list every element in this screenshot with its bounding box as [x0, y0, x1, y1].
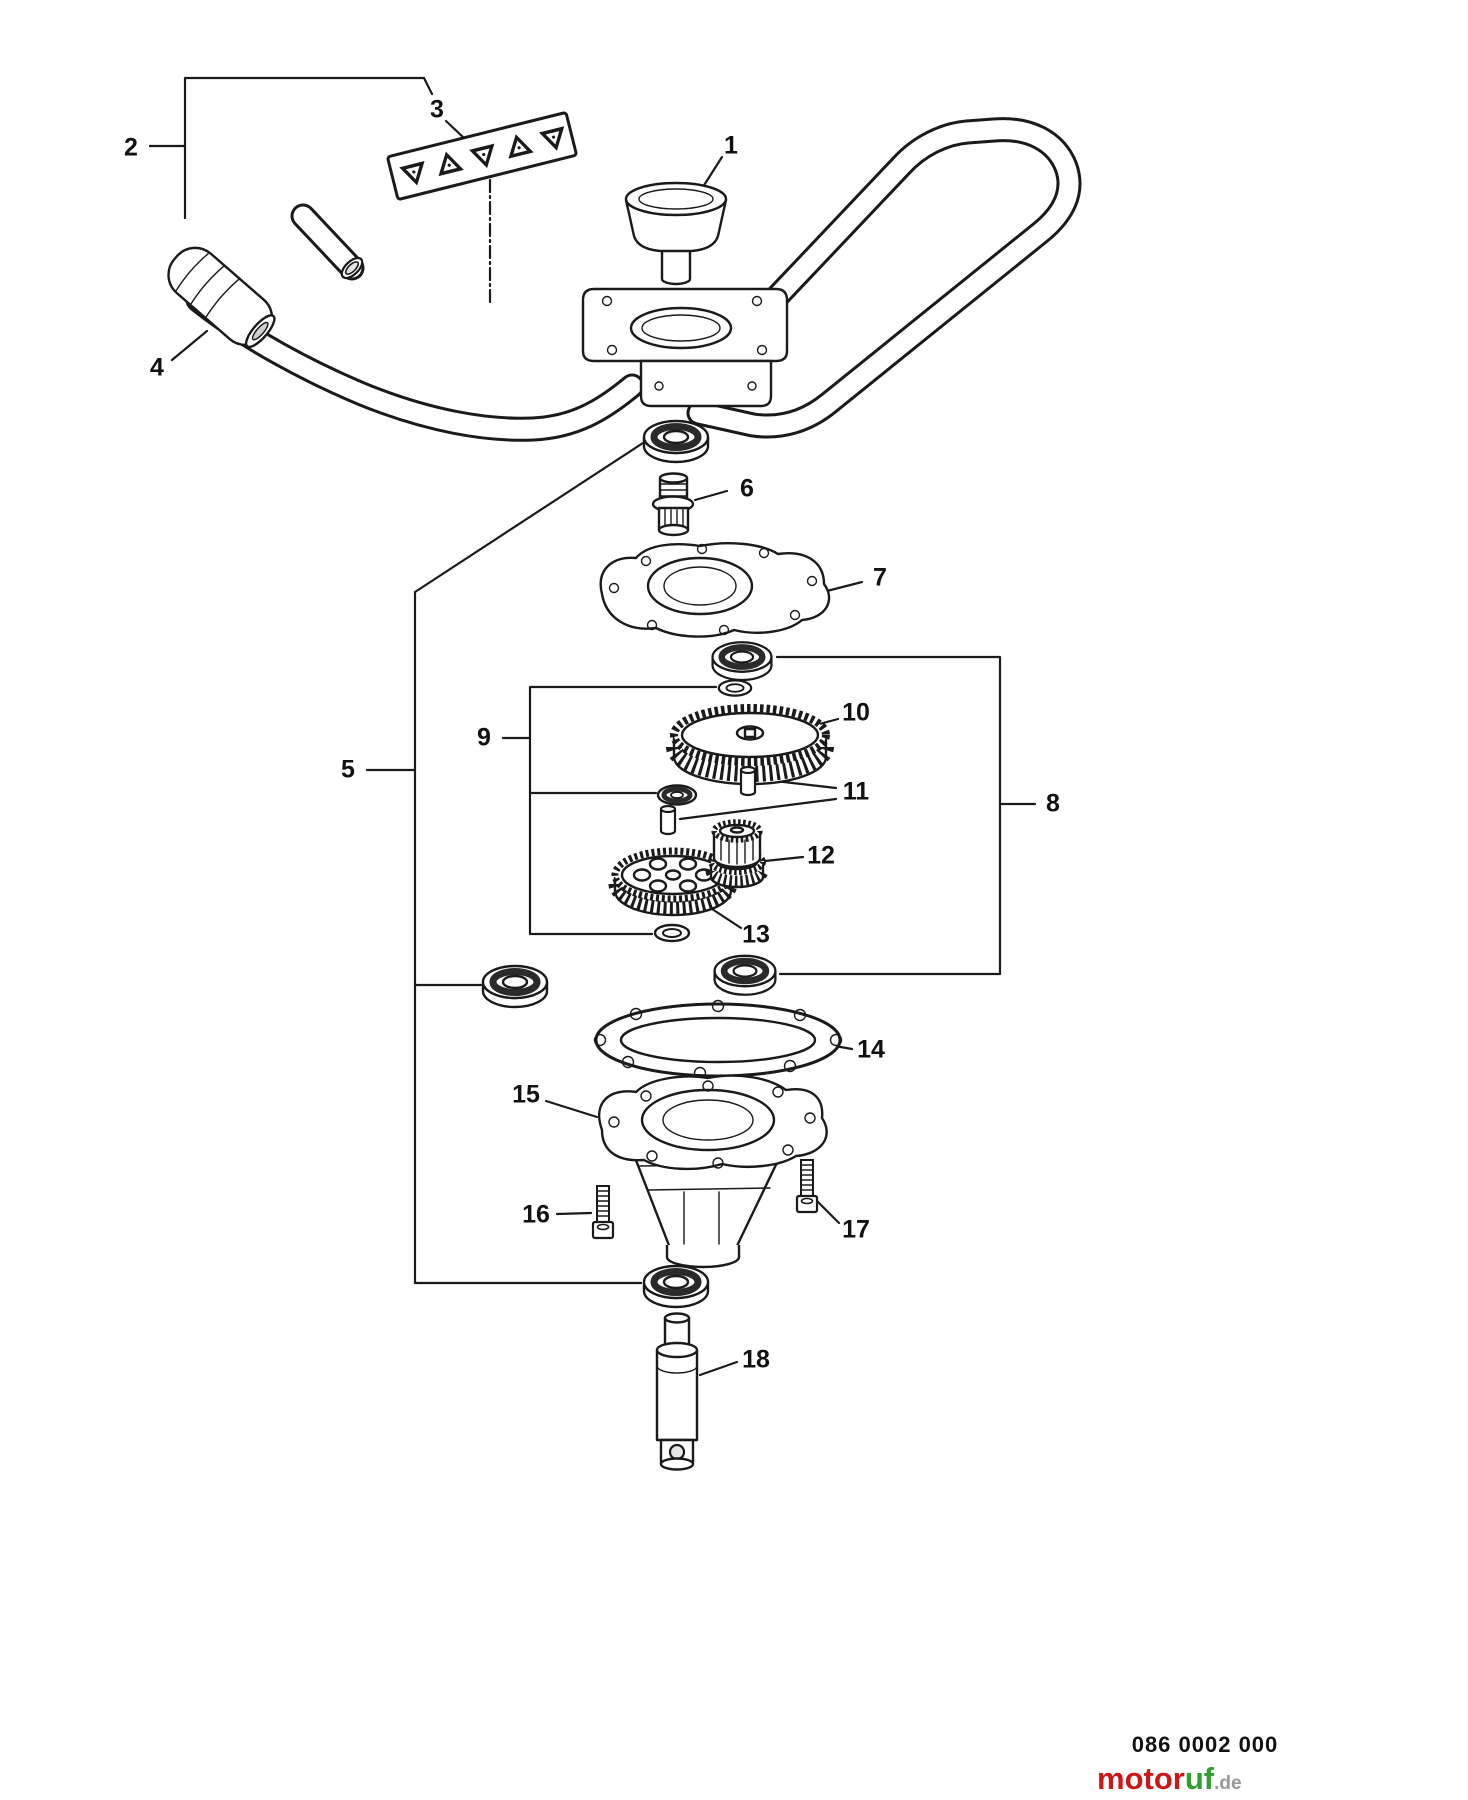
gasket: [593, 999, 843, 1080]
callout-9: 9: [477, 724, 491, 752]
handlebar-left-tube: [185, 287, 645, 442]
callout-labels: 1 2 3 4 5 6 7 8 9 10 11 12 13 14 15 16 1…: [124, 96, 1060, 1374]
knob: [624, 181, 728, 286]
handlebar-clamp-plate: [581, 287, 789, 408]
callout-4: 4: [150, 354, 164, 382]
shaft-adapter: [651, 472, 695, 537]
callout-14: 14: [857, 1036, 885, 1064]
bearing-right: [715, 956, 776, 995]
handlebar-assembly: [185, 117, 1082, 442]
output-shaft: [655, 1312, 699, 1471]
callout-8: 8: [1046, 790, 1060, 818]
callout-7: 7: [873, 564, 887, 592]
gear-case-housing: [598, 1074, 828, 1269]
screw-right: [795, 1158, 819, 1214]
warning-label: [386, 111, 578, 201]
watermark-logo: motoruf.de: [1097, 1761, 1242, 1796]
washer-lower: [653, 923, 691, 943]
callout-2: 2: [124, 134, 138, 162]
logo-part-uf: uf: [1185, 1761, 1215, 1796]
bearing-upper-small: [713, 642, 772, 680]
seal-ring: [658, 786, 696, 805]
callout-17: 17: [842, 1216, 870, 1244]
logo-part-de: .de: [1214, 1773, 1241, 1794]
callout-bracket-lines: [148, 76, 1037, 1285]
handlebar-right-loop: [686, 117, 1082, 439]
callout-6: 6: [740, 475, 754, 503]
bearing-bottom: [644, 1266, 708, 1307]
part-number: 086 0002 000: [1132, 1732, 1279, 1757]
gear-case-cover: [599, 541, 831, 638]
pinion-cluster: [705, 819, 769, 889]
callout-11: 11: [843, 778, 870, 806]
spur-gear-large: [666, 704, 834, 786]
callout-3: 3: [430, 96, 444, 124]
pin-upper: [739, 765, 757, 797]
handlebar-left-stub: [290, 203, 365, 281]
bearing-top: [644, 421, 708, 462]
grip: [167, 246, 276, 349]
callout-10: 10: [842, 699, 870, 727]
callout-18: 18: [742, 1346, 770, 1374]
callout-13: 13: [742, 921, 770, 949]
screw-left: [591, 1184, 615, 1240]
pin-lower: [659, 804, 677, 836]
logo-part-motor: motor: [1097, 1761, 1185, 1796]
callout-15: 15: [512, 1081, 540, 1109]
bearing-left: [483, 966, 547, 1007]
washer-upper: [717, 679, 753, 697]
callout-1: 1: [724, 132, 738, 160]
callout-5: 5: [341, 756, 355, 784]
callout-12: 12: [807, 842, 835, 870]
callout-16: 16: [522, 1201, 550, 1229]
